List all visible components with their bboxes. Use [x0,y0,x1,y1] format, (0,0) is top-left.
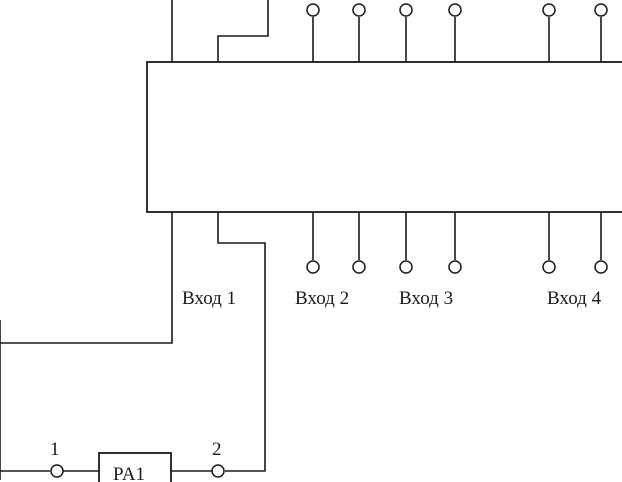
input1-wire-right [217,212,266,472]
top-pin-4a [542,3,556,62]
label-input-2: Вход 2 [295,288,349,309]
bottom-pin-2a [306,212,320,274]
main-block [146,61,622,213]
label-meter: PA1 [113,464,145,482]
label-input-4: Вход 4 [547,288,602,309]
top-pin-2a [306,3,320,62]
bottom-pin-4b [594,212,608,274]
top-pin-3a [399,3,413,62]
label-terminal-2: 2 [212,439,222,460]
bottom-pin-2b [352,212,366,274]
top-wire-right [217,0,269,62]
label-terminal-1: 1 [50,439,60,460]
top-pin-2b [352,3,366,62]
bottom-pin-3b [448,212,462,274]
meter-terminal-2 [211,464,225,478]
top-pin-3b [448,3,462,62]
bottom-pin-3a [399,212,413,274]
meter-pa1 [98,452,172,482]
label-input-3: Вход 3 [399,288,453,309]
bottom-pin-4a [542,212,556,274]
input1-wire-left [0,212,173,344]
meter-terminal-1 [50,464,64,478]
label-input-1: Вход 1 [182,288,236,309]
top-pin-4b [594,3,608,62]
